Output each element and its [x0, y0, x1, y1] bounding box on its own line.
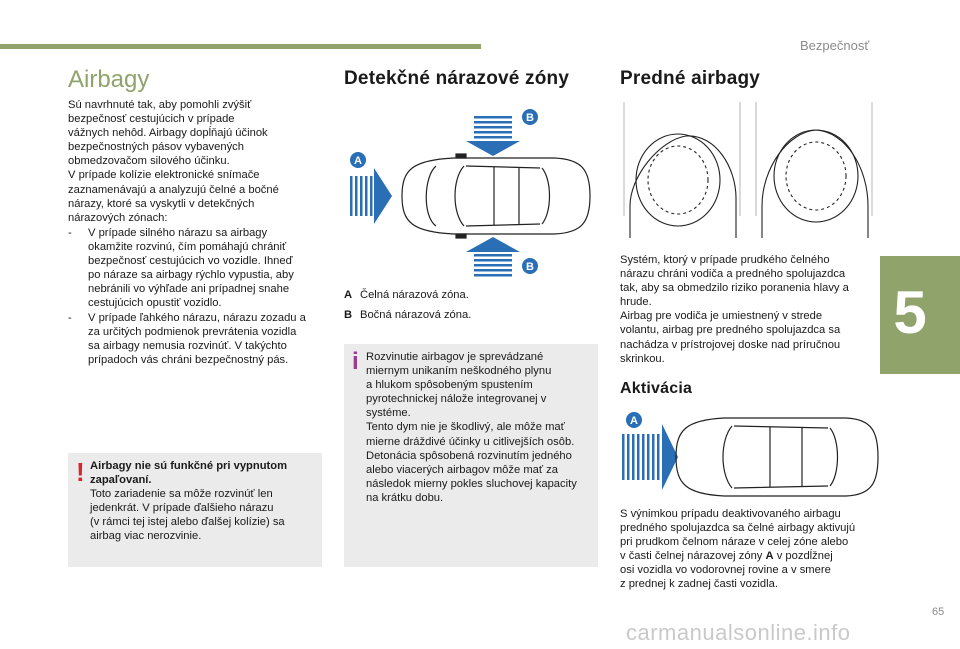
header-rule	[0, 44, 481, 49]
driver-seat	[629, 135, 737, 238]
zone-label-b-top: B	[522, 109, 538, 125]
warning-exclamation-icon: !	[76, 457, 85, 487]
svg-text:B: B	[526, 261, 534, 273]
zone-label-a: A	[350, 152, 366, 168]
passenger-airbag	[773, 129, 859, 223]
svg-text:A: A	[354, 155, 362, 167]
airbags-heading: Airbagy	[68, 66, 150, 93]
airbags-intro: Sú navrhnuté tak, aby pomohli zvýšiť bez…	[68, 99, 279, 224]
impact-arrow-icon	[622, 424, 678, 490]
car-top-view	[401, 153, 591, 239]
activation-text-part: S výnimkou prípadu deaktivovaného airbag…	[620, 508, 856, 563]
driver-airbag	[635, 133, 721, 227]
bullet-text: V prípade ľahkého nárazu, nárazu zozadu …	[88, 311, 306, 366]
car-top-view	[675, 417, 879, 497]
legend-text: Čelná nárazová zóna.	[360, 289, 469, 301]
activation-zone-key: A	[765, 550, 774, 563]
legend-key: B	[344, 309, 353, 321]
list-item: - V prípade ľahkého nárazu, nárazu zozad…	[68, 311, 330, 367]
warning-box: ! Airbagy nie sú funkčné pri vypnutom za…	[68, 453, 322, 567]
activation-heading: Aktivácia	[620, 380, 693, 397]
impact-arrow-icon	[466, 237, 520, 277]
impact-zones-figure: A B B	[350, 109, 591, 277]
front-airbags-figure	[623, 102, 873, 238]
front-airbags-heading: Predné airbagy	[620, 68, 761, 89]
impact-arrow-icon	[466, 116, 520, 156]
legend-text: Bočná nárazová zóna.	[360, 309, 472, 321]
activation-figure: A	[622, 412, 879, 497]
activation-text: S výnimkou prípadu deaktivovaného airbag…	[620, 507, 882, 592]
info-icon: i	[352, 348, 359, 375]
activation-label-a: A	[626, 412, 642, 428]
zones-heading: Detekčné nárazové zóny	[344, 68, 570, 89]
warning-bold-text: Airbagy nie sú funkčné pri vypnutom zapa…	[90, 460, 288, 487]
info-box: i Rozvinutie airbagov je sprevádzané mie…	[344, 344, 598, 567]
section-title: Bezpečnosť	[800, 38, 870, 53]
legend-item: A Čelná nárazová zóna.	[344, 288, 598, 302]
impact-arrow-icon	[350, 168, 392, 224]
figure-legend: A Čelná nárazová zóna. B Bočná nárazová zó…	[344, 288, 598, 322]
legend-key: A	[344, 289, 353, 301]
chapter-number: 5	[893, 279, 927, 346]
chapter-tab	[880, 256, 960, 374]
front-airbags-description: Systém, ktorý v prípade prudkého čelného…	[620, 254, 849, 365]
bullet-text: V prípade silného nárazu sa airbagy okam…	[88, 227, 294, 310]
info-text: Rozvinutie airbagov je sprevádzané miern…	[366, 351, 577, 504]
list-item: - V prípade silného nárazu sa airbagy ok…	[68, 226, 330, 311]
bullet-list: - V prípade silného nárazu sa airbagy ok…	[68, 226, 330, 367]
activation-text-part: v pozdĺžnej osi vozidla vo vodorovnej ro…	[620, 550, 833, 591]
page-number: 65	[932, 606, 945, 618]
bullet-dash: -	[68, 311, 72, 324]
zone-label-b-bottom: B	[522, 258, 538, 274]
bullet-dash: -	[68, 227, 72, 239]
svg-text:A: A	[630, 415, 638, 427]
warning-text: Toto zariadenie sa môže rozvinúť len jed…	[90, 488, 285, 543]
watermark: carmanualsonline.info	[626, 620, 851, 645]
svg-text:B: B	[526, 112, 534, 124]
legend-item: B Bočná nárazová zóna.	[344, 308, 598, 322]
